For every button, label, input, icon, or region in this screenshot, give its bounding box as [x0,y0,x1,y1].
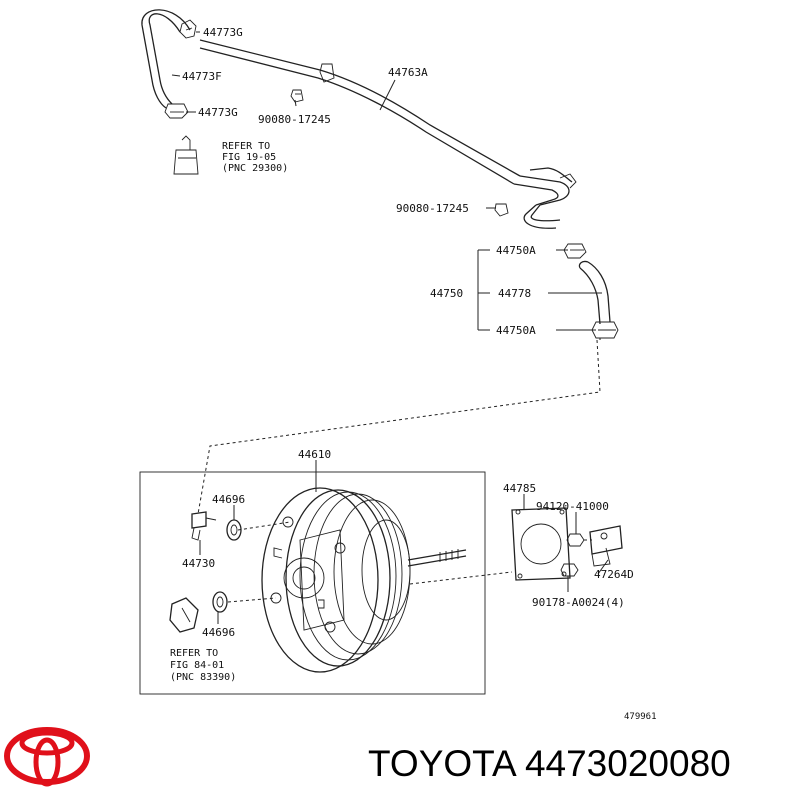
toyota-logo-icon [4,727,90,787]
bracket-47264d [589,525,623,567]
label-nut-b: 90178-A0024(4) [532,596,625,609]
svg-text:(PNC 29300): (PNC 29300) [222,163,288,174]
bolt-lower-90080-17245 [494,203,509,217]
figure-id: 479961 [624,712,657,722]
clip-44750a-top [563,243,587,259]
label-clip-mid: 44773G [198,106,238,119]
hose-assy-bracket-lines [477,249,490,331]
hose-44778 [578,260,611,325]
bolt-upper-90080-17245 [290,89,304,103]
refer-note-lower: REFER TO FIG 84-01 (PNC 83390) [170,648,236,683]
label-clip-a-top: 44750A [496,244,536,257]
label-hose-assy: 44750 [430,287,463,300]
label-bolt-upper: 90080-17245 [258,113,331,126]
clip-mid-44773g [164,103,189,119]
check-valve-44730 [191,511,217,541]
label-grommet-lower: 44696 [202,626,235,639]
svg-text:REFER TO: REFER TO [222,141,270,152]
brake-booster-44610 [261,487,411,673]
label-hose-lower: 44778 [498,287,531,300]
label-bolt-lower: 90080-17245 [396,202,469,215]
pipe-bracket-upper [319,63,335,83]
nut-90178-a0024 [560,563,579,577]
vacuum-pipe-44763a [199,39,577,229]
booster-detail-box [139,471,486,695]
grommet-44696-lower [212,591,228,613]
svg-text:REFER TO: REFER TO [170,648,218,659]
refer-part-lower [169,597,199,633]
svg-text:(PNC 83390): (PNC 83390) [170,672,236,683]
svg-text:FIG 19-05: FIG 19-05 [222,152,276,163]
refer-part-upper [173,135,199,175]
pushrod [407,549,467,567]
label-clip-a-bot: 44750A [496,324,536,337]
label-gasket: 44785 [503,482,536,495]
label-bracket: 47264D [594,568,634,581]
label-nut-a: 94120-41000 [536,500,609,513]
label-grommet-upper: 44696 [212,493,245,506]
nut-94120-41000 [566,533,585,547]
label-booster: 44610 [298,448,331,461]
upper-hose-44773f [141,9,191,109]
label-clip-top: 44773G [203,26,243,39]
gasket-44785 [511,507,571,581]
label-pipe: 44763A [388,66,428,79]
leader-lines [171,31,609,624]
svg-text:FIG 84-01: FIG 84-01 [170,660,224,671]
refer-note-upper: REFER TO FIG 19-05 (PNC 29300) [222,141,288,174]
label-valve: 44730 [182,557,215,570]
dashed-connections [197,338,601,603]
brand-part-number: TOYOTA 4473020080 [368,743,731,784]
label-hose-upper: 44773F [182,70,222,83]
clip-top-44773g [179,19,197,39]
